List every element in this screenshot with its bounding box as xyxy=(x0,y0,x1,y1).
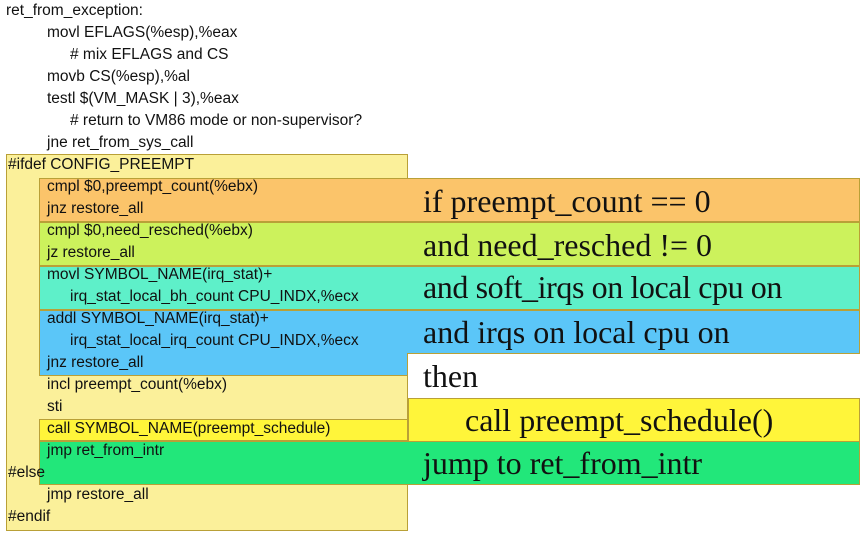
preempt-count-band xyxy=(39,178,860,222)
call-schedule-annotation-band xyxy=(408,398,860,442)
irqs-band-code-extension xyxy=(39,353,408,376)
soft-irqs-band xyxy=(39,266,860,310)
annotation-then: then xyxy=(423,358,479,394)
asm-line-jne: jne ret_from_sys_call xyxy=(47,134,194,151)
jump-band xyxy=(39,441,860,485)
annotation-preempt-count: if preempt_count == 0 xyxy=(423,183,711,219)
asm-line-incl-preempt-count: incl preempt_count(%ebx) xyxy=(47,376,228,393)
asm-label-ret-from-exception: ret_from_exception: xyxy=(6,2,143,19)
need-resched-band xyxy=(39,222,860,266)
asm-ifdef-config-preempt: #ifdef CONFIG_PREEMPT xyxy=(8,156,195,173)
asm-line-cmpl-preempt-count: cmpl $0,preempt_count(%ebx) xyxy=(47,178,259,195)
asm-line-cmpl-need-resched: cmpl $0,need_resched(%ebx) xyxy=(47,222,253,239)
annotation-irqs: and irqs on local cpu on xyxy=(423,314,730,350)
asm-line-bh-count: irq_stat_local_bh_count CPU_INDX,%ecx xyxy=(70,288,359,305)
annotation-need-resched: and need_resched != 0 xyxy=(423,227,713,263)
asm-line-jmp-restore-all: jmp restore_all xyxy=(47,486,149,503)
asm-line-testl: testl $(VM_MASK | 3),%eax xyxy=(47,90,239,107)
irqs-band xyxy=(39,310,860,354)
call-schedule-code-band xyxy=(39,419,408,441)
annotation-soft-irqs: and soft_irqs on local cpu on xyxy=(423,269,782,305)
asm-line-movb-cs: movb CS(%esp),%al xyxy=(47,68,190,85)
asm-line-jnz-restore-2: jnz restore_all xyxy=(47,354,144,371)
asm-line-jz-restore: jz restore_all xyxy=(47,244,135,261)
then-box xyxy=(408,354,860,398)
asm-comment-mix-eflags: # mix EFLAGS and CS xyxy=(70,46,229,63)
asm-line-movl-eflags: movl EFLAGS(%esp),%eax xyxy=(47,24,238,41)
asm-line-irq-count: irq_stat_local_irq_count CPU_INDX,%ecx xyxy=(70,332,359,349)
asm-else: #else xyxy=(8,464,46,481)
asm-line-sti: sti xyxy=(47,398,63,415)
annotation-call-schedule: call preempt_schedule() xyxy=(465,402,774,438)
asm-line-jmp-ret-from-intr: jmp ret_from_intr xyxy=(47,442,165,459)
asm-line-call-preempt-schedule: call SYMBOL_NAME(preempt_schedule) xyxy=(47,420,331,437)
asm-line-addl-irq-stat: addl SYMBOL_NAME(irq_stat)+ xyxy=(47,310,269,327)
annotation-jump: jump to ret_from_intr xyxy=(423,445,703,481)
asm-line-jnz-restore-1: jnz restore_all xyxy=(47,200,144,217)
asm-line-movl-irq-stat: movl SYMBOL_NAME(irq_stat)+ xyxy=(47,266,273,283)
asm-endif: #endif xyxy=(8,508,51,525)
asm-comment-vm86: # return to VM86 mode or non-supervisor? xyxy=(70,112,363,129)
